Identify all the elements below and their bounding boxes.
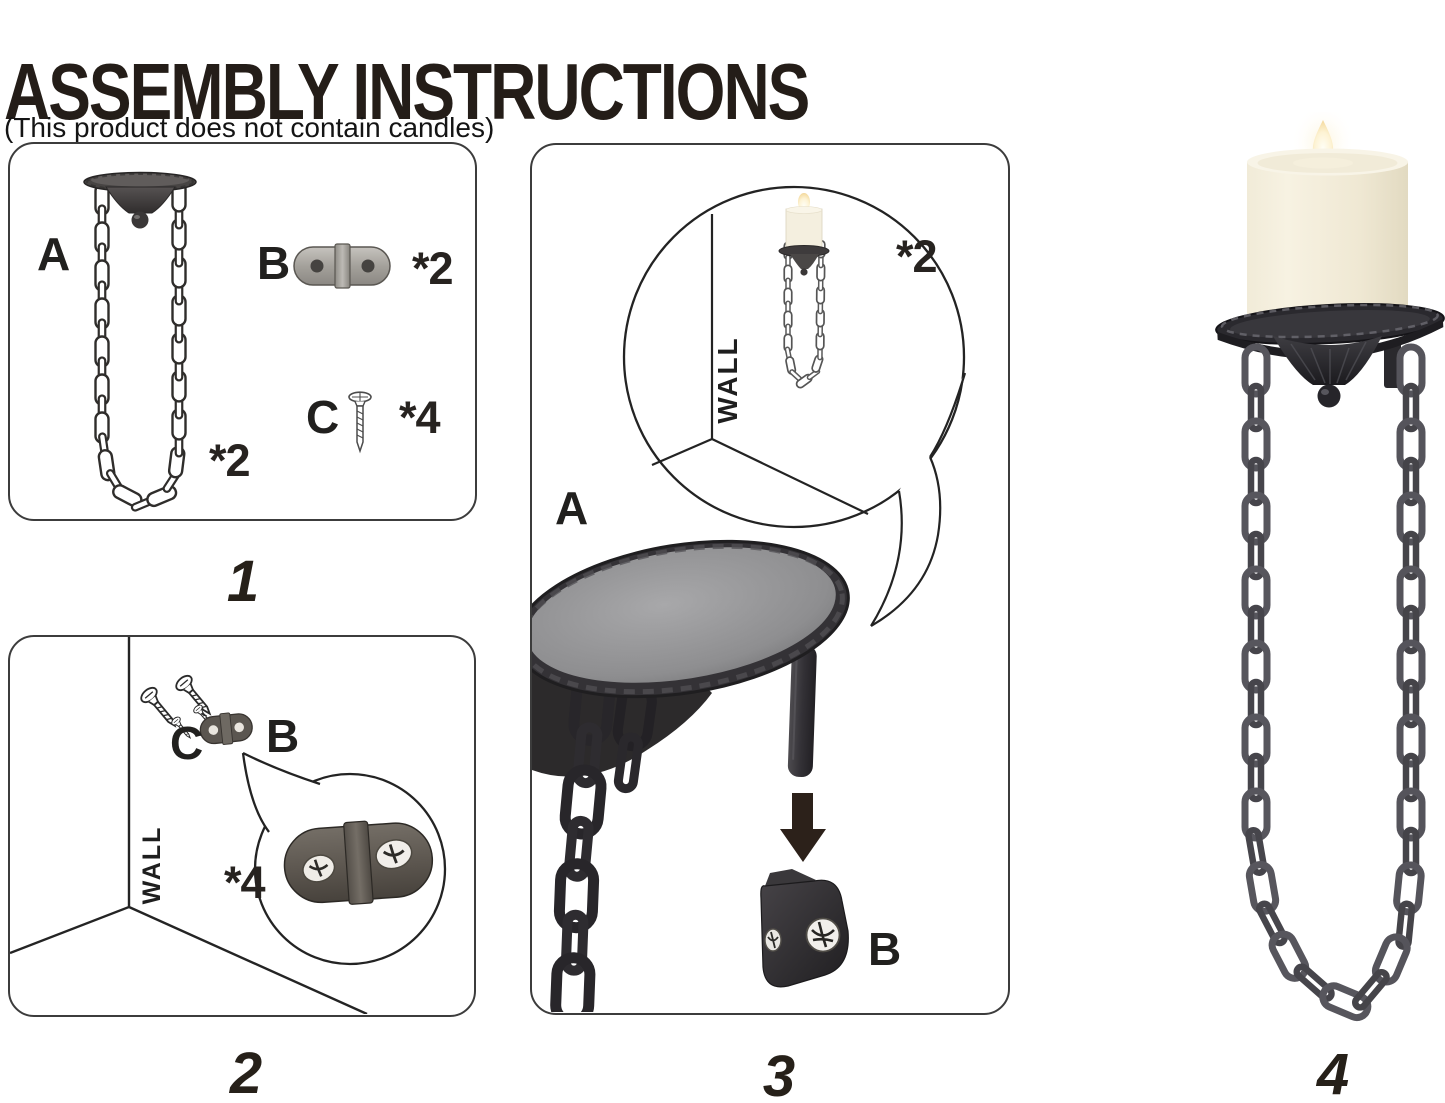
wall-corner-lines <box>651 214 869 515</box>
step2-number: 2 <box>229 1041 263 1103</box>
step3-bracket-label: B <box>868 923 901 975</box>
step4-number: 4 <box>1316 1042 1350 1103</box>
part-a-qty: *2 <box>209 435 250 486</box>
step3-wall-label: WALL <box>712 336 743 423</box>
hanger-peg <box>787 644 817 778</box>
step3-holder-label: A <box>555 482 588 534</box>
candle-tray <box>1215 303 1445 360</box>
step3-panel: WALL *2 A <box>530 143 1010 1015</box>
step2-diagram: WALL C B <box>10 637 447 1014</box>
candle-holder-drawing <box>83 171 197 512</box>
step2-bracket-label: B <box>266 710 299 762</box>
chain-large <box>550 670 616 1012</box>
insert-arrow-icon <box>780 793 826 862</box>
chain-drawing <box>94 180 187 512</box>
step3-number: 3 <box>762 1044 796 1103</box>
step1-number: 1 <box>226 549 260 614</box>
part-b-label: B <box>257 237 290 289</box>
bracket-closeup-drawing <box>283 820 434 905</box>
mounted-holder-mini-photo <box>778 193 830 389</box>
bracket-plate-drawing <box>293 243 391 289</box>
pillar-candle <box>1247 148 1408 333</box>
step3-diagram: WALL *2 A <box>532 185 967 1012</box>
chain-left <box>1241 343 1372 1022</box>
bracket-callout-bubble <box>241 751 447 966</box>
part-a-label: A <box>37 228 70 280</box>
page-subtitle: (This product does not contain candles) <box>4 112 495 143</box>
product-photo-image <box>1215 104 1445 1022</box>
tray-top <box>532 539 850 699</box>
part-b-qty: *2 <box>412 243 453 294</box>
wall-bracket-photo <box>760 869 849 988</box>
screw-drawing <box>348 391 372 454</box>
step2-screw-qty: *4 <box>224 857 266 908</box>
fluted-cone <box>1273 336 1382 408</box>
part-c-qty: *4 <box>399 392 441 443</box>
bracket-on-wall-drawing <box>199 712 253 745</box>
screw-head-icon <box>764 928 782 952</box>
step2-panel: WALL C B <box>8 635 476 1017</box>
step3-mounted-qty: *2 <box>896 231 937 282</box>
chain-right <box>1351 343 1426 1011</box>
step2-wall-label: WALL <box>138 826 166 905</box>
screw-head-icon <box>805 917 841 953</box>
part-c-label: C <box>306 391 339 443</box>
product-photo <box>1215 104 1445 1037</box>
tray-closeup-photo <box>532 539 850 1012</box>
screw-head-icon <box>375 839 413 870</box>
page-title: ASSEMBLY INSTRUCTIONS <box>4 46 810 136</box>
wall-corner-lines <box>10 637 368 1014</box>
step2-screw-label: C <box>170 717 203 769</box>
step1-diagram: A *2 B *2 C *4 <box>37 171 454 512</box>
mounted-holder-callout-bubble: WALL <box>622 185 967 627</box>
screw-head-icon <box>302 854 336 883</box>
step1-panel: A *2 B *2 C *4 <box>8 142 477 521</box>
